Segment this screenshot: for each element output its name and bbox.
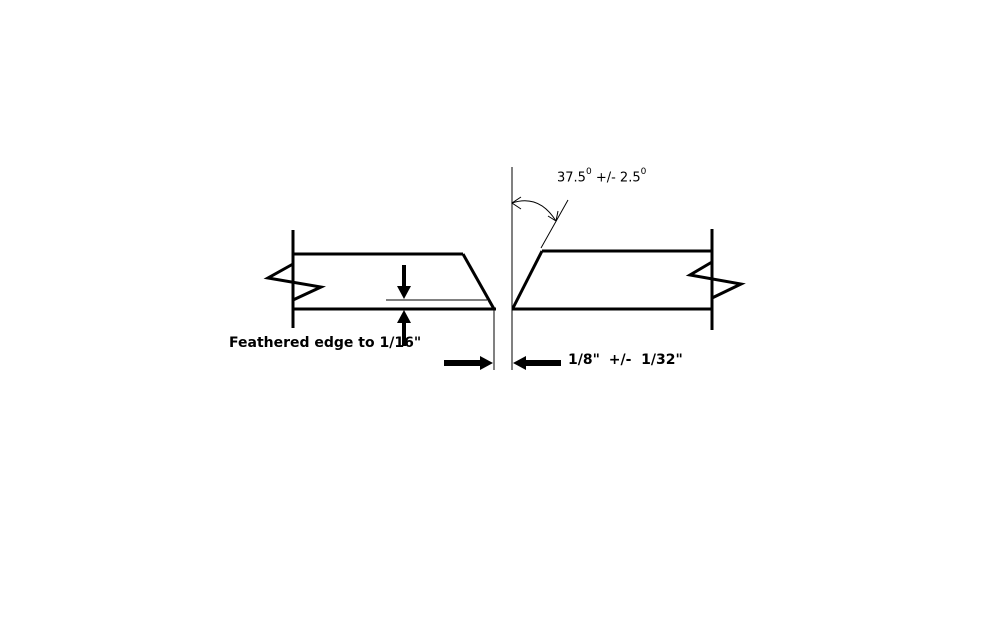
right-plate-bevel — [511, 250, 544, 309]
right-plate — [511, 229, 746, 330]
degree-mark-1: 0 — [585, 167, 592, 177]
left-plate — [263, 230, 496, 328]
root-gap-value: 1/8" — [568, 352, 600, 368]
gap-arrow-left — [513, 356, 561, 370]
angle-arrowhead-left — [511, 196, 522, 210]
root-gap-label: 1/8" +/- 1/32" — [568, 352, 683, 368]
bevel-angle-tolerance: +/- 2.5 — [595, 170, 641, 186]
gap-arrow-right — [444, 356, 493, 370]
left-plate-break-line — [263, 262, 327, 302]
bevel-angle-value: 37.5 — [557, 170, 586, 186]
left-plate-bevel — [461, 253, 496, 310]
right-plate-break-line — [685, 260, 746, 300]
root-face-label: Feathered edge to 1/16" — [229, 335, 422, 351]
root-gap-tolerance: +/- 1/32" — [608, 352, 683, 368]
bevel-extension-line — [540, 199, 569, 249]
root-face-arrow-up — [397, 310, 411, 346]
bevel-angle-label: 37.50 +/- 2.50 — [557, 167, 647, 186]
degree-mark-2: 0 — [640, 167, 647, 177]
angle-arc — [511, 200, 557, 222]
angle-arrowhead-right — [547, 210, 559, 222]
root-face-arrow-down — [397, 265, 411, 299]
